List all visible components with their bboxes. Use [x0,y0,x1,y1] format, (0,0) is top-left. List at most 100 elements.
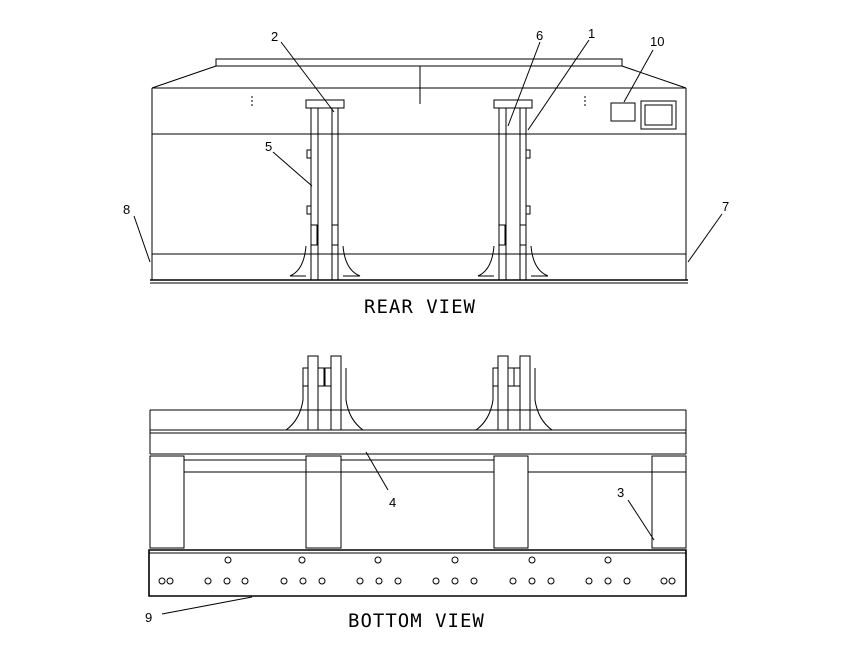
bottom-view-title: BOTTOM VIEW [348,610,485,632]
rear-view: REAR VIEW [134,40,722,318]
bolt-hole [661,578,667,584]
callout-4: 4 [389,495,396,510]
support-block [494,456,528,548]
callout-9: 9 [145,610,152,625]
bracket-gusset [476,368,493,430]
bolt-hole [299,557,305,563]
bolt-hole [669,578,675,584]
bolt-hole [281,578,287,584]
mount-tab [520,225,526,245]
bolt-hole [159,578,165,584]
bracket-tab [303,368,308,386]
mount-gusset [531,246,548,276]
mount-tab [526,150,530,158]
mount-tab [311,225,317,245]
bolt-hole [205,578,211,584]
bracket-ear [520,356,530,430]
callout-7: 7 [722,199,729,214]
bracket-tab [514,368,520,386]
mount-tab [499,225,505,245]
bolt-hole [224,578,230,584]
mount-tab [307,150,311,158]
bolt-hole [605,557,611,563]
rear-plate-inner [645,105,672,125]
bolt-holes [159,557,675,584]
rear-left-mount [290,100,360,280]
support-block [150,456,184,548]
bolt-hole [452,557,458,563]
rear-top-bar [216,59,622,66]
bottom-plate [149,550,686,596]
bolt-hole [376,578,382,584]
leader-7 [688,214,722,262]
bolt-hole [319,578,325,584]
rear-roof-left [152,66,216,88]
support-block [652,456,686,548]
bracket-ear [308,356,318,430]
mount-cap [306,100,344,108]
bracket-gusset [346,368,363,430]
bolt-hole [225,557,231,563]
leader-9 [162,597,252,614]
callout-numbers: 1 2 3 4 5 6 7 8 9 10 [123,26,729,625]
callout-6: 6 [536,28,543,43]
callout-1: 1 [588,26,595,41]
callout-3: 3 [617,485,624,500]
bracket-tab [325,368,331,386]
bolt-hole [452,578,458,584]
bracket-gusset [286,368,303,430]
callout-2: 2 [271,29,278,44]
bottom-right-bracket [476,356,552,430]
bolt-hole [529,557,535,563]
callout-10: 10 [650,34,664,49]
leader-2 [281,42,334,112]
bolt-hole [357,578,363,584]
bolt-hole [300,578,306,584]
leader-5 [273,152,312,186]
bolt-hole [395,578,401,584]
bracket-ear [331,356,341,430]
callout-5: 5 [265,139,272,154]
bottom-left-bracket [286,356,363,430]
rear-right-mount [478,100,548,280]
leader-6 [508,42,540,126]
leader-4 [366,452,388,490]
bracket-tab [318,368,324,386]
bolt-hole [433,578,439,584]
rear-plate [641,101,676,129]
mount-gusset [343,246,360,276]
mount-gusset [478,246,494,276]
bracket-tab [508,368,514,386]
bracket-gusset [535,368,552,430]
leader-3 [628,500,654,540]
bolt-hole [624,578,630,584]
bracket-ear [498,356,508,430]
mount-tab [332,225,338,245]
bottom-view: BOTTOM VIEW [149,356,686,632]
rear-view-title: REAR VIEW [364,296,476,318]
mount-post [499,108,526,280]
mount-tab [526,206,530,214]
bolt-hole [548,578,554,584]
mount-gusset [290,246,306,276]
support-block [306,456,341,548]
bolt-hole [586,578,592,584]
mount-cap [494,100,532,108]
leader-10 [624,50,653,102]
bolt-hole [375,557,381,563]
bolt-hole [510,578,516,584]
bolt-hole [471,578,477,584]
mount-post [311,108,338,280]
bolt-hole [167,578,173,584]
bracket-tab [493,368,498,386]
rear-decal [611,103,635,121]
bolt-hole [529,578,535,584]
leader-1 [528,40,589,130]
rear-roof-right [622,66,686,88]
callout-8: 8 [123,202,130,217]
bolt-hole [242,578,248,584]
bolt-hole [605,578,611,584]
mount-tab [307,206,311,214]
leader-8 [134,216,150,262]
